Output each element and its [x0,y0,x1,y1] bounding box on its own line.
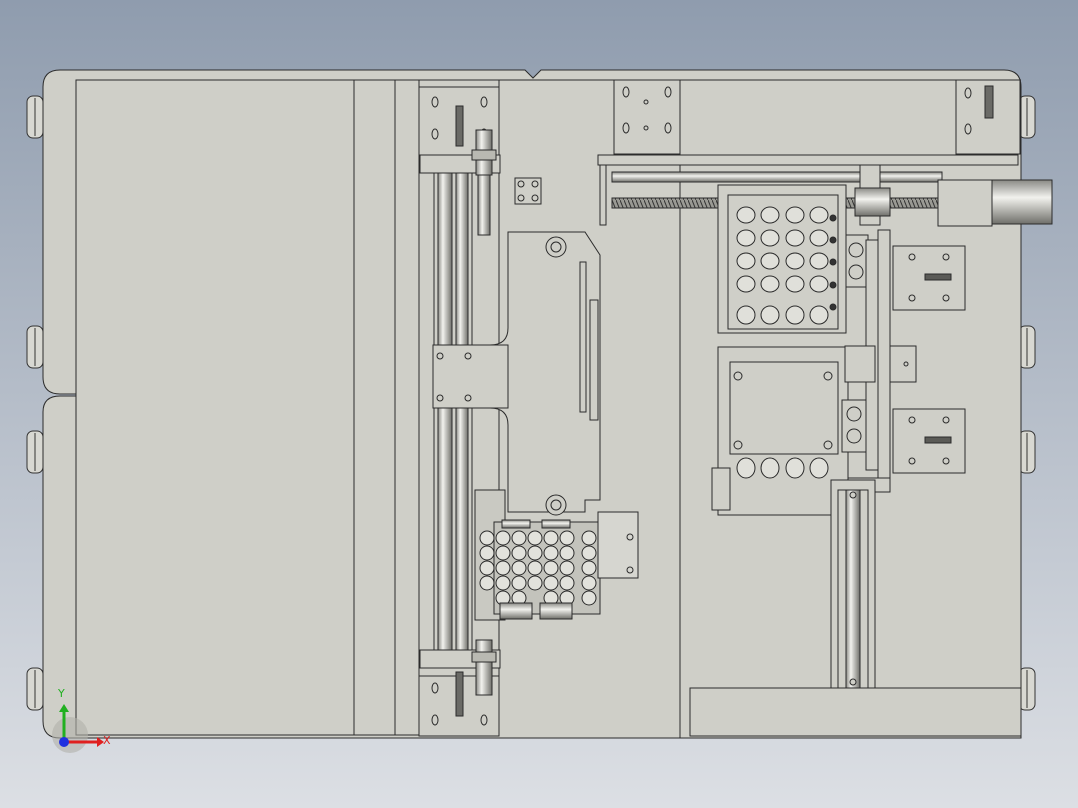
four-hole-block [514,177,542,205]
gripper-array[interactable] [474,489,639,621]
coordinate-triad [52,704,104,753]
y-axis-label: Y [58,687,65,700]
x-axis-label: X [103,734,111,747]
left-cover-panels[interactable] [75,79,1021,738]
upper-tray[interactable] [717,184,869,334]
side-sensor-brackets [889,245,966,474]
linear-module-rail[interactable] [830,479,876,695]
lower-tray[interactable] [711,345,876,516]
bottom-right-plate [689,687,1022,737]
vertical-linear-guide[interactable] [419,129,501,696]
top-mount-plates [613,79,1021,155]
vertical-carriage[interactable] [432,231,601,516]
